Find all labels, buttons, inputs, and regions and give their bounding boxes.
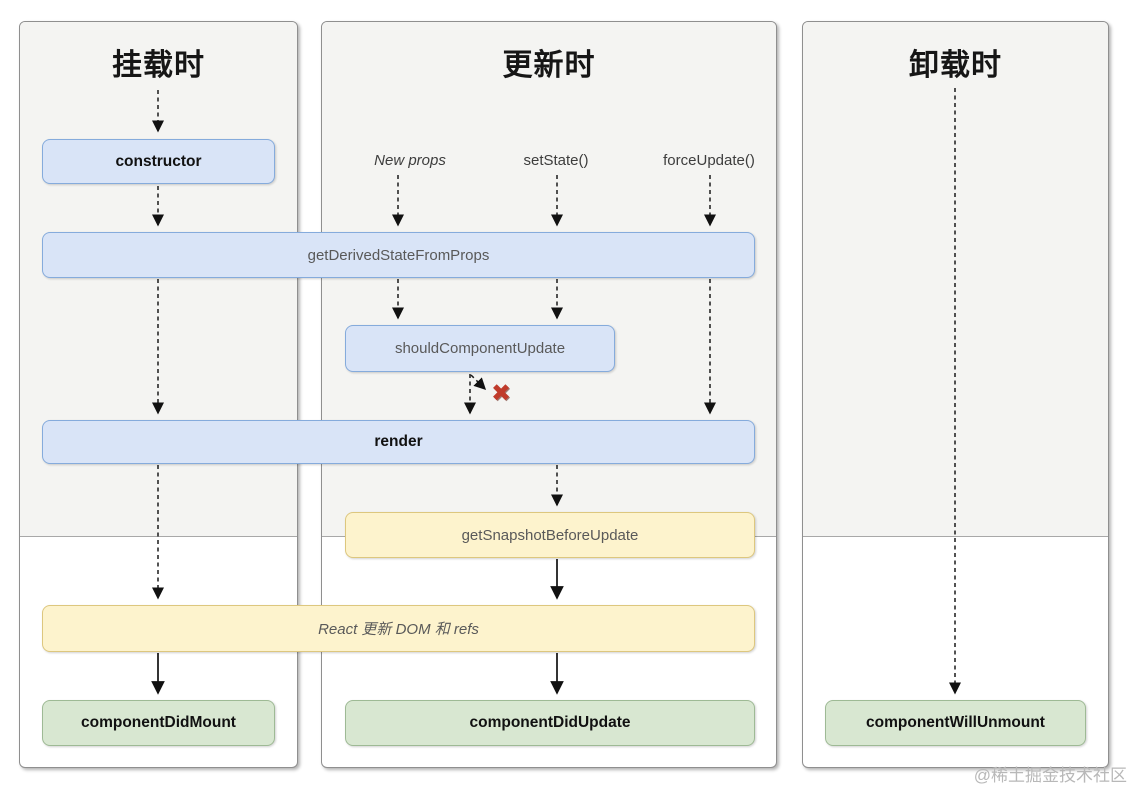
updating-panel: 更新时 bbox=[321, 21, 777, 768]
component-did-update-box: componentDidUpdate bbox=[345, 700, 755, 746]
cancel-icon: ✖ bbox=[490, 380, 512, 407]
component-will-unmount-box: componentWillUnmount bbox=[825, 700, 1086, 746]
should-component-update-box: shouldComponentUpdate bbox=[345, 325, 615, 372]
set-state-label: setState() bbox=[523, 152, 589, 169]
updating-title: 更新时 bbox=[502, 49, 596, 82]
watermark: @稀土掘金技术社区 bbox=[973, 766, 1127, 785]
mounting-title: 挂载时 bbox=[112, 49, 205, 82]
component-did-mount-box: componentDidMount bbox=[42, 700, 275, 746]
render-box: render bbox=[42, 420, 755, 464]
new-props-label: New props bbox=[374, 152, 446, 169]
unmounting-panel: 卸载时 bbox=[802, 21, 1109, 768]
mounting-panel: 挂载时 bbox=[19, 21, 298, 768]
react-updates-dom-box: React 更新 DOM 和 refs bbox=[42, 605, 755, 652]
constructor-box: constructor bbox=[42, 139, 275, 184]
force-update-label: forceUpdate() bbox=[663, 152, 755, 169]
unmounting-title: 卸载时 bbox=[909, 49, 1002, 82]
unmounting-render-phase-area bbox=[803, 22, 1108, 537]
get-derived-state-from-props-box: getDerivedStateFromProps bbox=[42, 232, 755, 278]
get-snapshot-before-update-box: getSnapshotBeforeUpdate bbox=[345, 512, 755, 558]
